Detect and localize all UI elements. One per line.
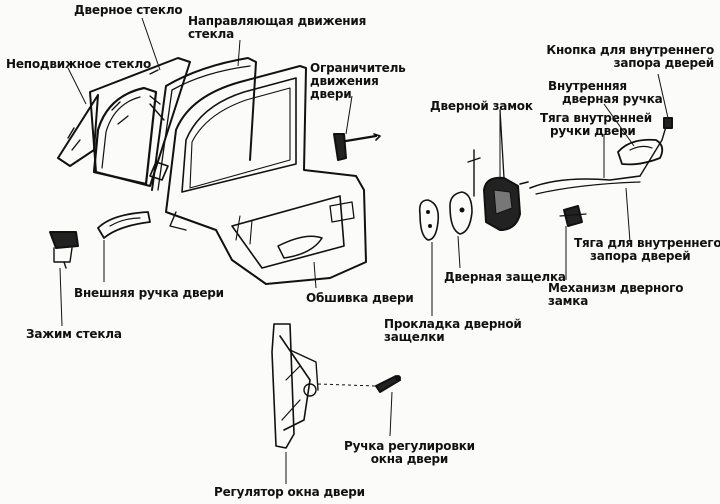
label-door-limiter: Ограничитель движения двери [310, 62, 406, 101]
label-inner-lock-rod: Тяга для внутреннего запора дверей [574, 237, 720, 263]
label-glass-guide-line-2: стекла [188, 27, 235, 41]
label-inner-handle-line-2: дверная ручка [562, 92, 663, 106]
label-door-lock: Дверной замок [430, 99, 533, 113]
label-door-limiter-line-3: двери [310, 87, 352, 101]
label-inner-handle-rod-line-1: Тяга внутренней [540, 111, 652, 125]
label-inner-lock-button-line-2: запора дверей [613, 56, 715, 70]
label-inner-lock-button-line-1: Кнопка для внутреннего [546, 43, 714, 57]
label-latch-gasket-line-1: Прокладка дверной [384, 317, 522, 331]
leader-lines [59, 17, 669, 484]
glass-clamp-part [49, 231, 79, 269]
door-glass-frame-part [92, 86, 158, 186]
door-panel-part [165, 65, 367, 285]
door-limiter-part [333, 133, 381, 161]
outer-handle-part [97, 211, 151, 239]
window-regulator-part [271, 323, 319, 449]
label-window-crank: Ручка регулировки окна двери [344, 440, 475, 466]
label-window-crank-line-2: окна двери [370, 452, 449, 466]
label-glass-guide: Направляющая движения стекла [188, 15, 366, 41]
label-inner-lock-rod-line-1: Тяга для внутреннего [574, 236, 720, 250]
door-glass-part [89, 57, 191, 187]
label-lock-mechanism-line-2: замка [548, 294, 589, 308]
label-door-glass: Дверное стекло [74, 3, 183, 17]
label-inner-lock-button: Кнопка для внутреннего запора дверей [546, 44, 714, 70]
door-latch-part [449, 149, 481, 235]
label-lock-mechanism-line-1: Механизм дверного [548, 281, 684, 295]
label-glass-guide-line-1: Направляющая движения [188, 14, 367, 28]
label-outer-handle: Внешняя ручка двери [74, 286, 224, 300]
door-lock-part [483, 109, 521, 231]
label-window-crank-line-1: Ручка регулировки [344, 439, 475, 453]
label-door-limiter-line-2: движения [310, 74, 379, 88]
label-glass-clamp: Зажим стекла [26, 327, 122, 341]
label-inner-handle-rod-line-2: ручки двери [550, 124, 636, 138]
label-inner-handle-rod: Тяга внутренней ручки двери [540, 112, 652, 138]
fixed-glass-part [57, 94, 99, 167]
label-fixed-glass: Неподвижное стекло [6, 57, 151, 71]
label-door-trim: Обшивка двери [306, 291, 414, 305]
label-door-limiter-line-1: Ограничитель [310, 61, 406, 75]
window-crank-part [375, 375, 401, 393]
label-window-regulator: Регулятор окна двери [214, 485, 365, 499]
label-door-latch: Дверная защелка [444, 270, 566, 284]
label-latch-gasket-line-2: защелки [384, 330, 445, 344]
label-inner-handle-line-1: Внутренняя [548, 79, 627, 93]
inner-lock-button-part [663, 117, 673, 129]
label-inner-lock-rod-line-2: запора дверей [590, 249, 691, 263]
label-latch-gasket: Прокладка дверной защелки [384, 318, 522, 344]
inner-handle-part [617, 138, 664, 166]
latch-gasket-part [418, 199, 440, 241]
label-lock-mechanism: Механизм дверного замка [548, 282, 683, 308]
glass-guide-part [149, 57, 257, 191]
label-inner-handle: Внутренняя дверная ручка [548, 80, 663, 106]
